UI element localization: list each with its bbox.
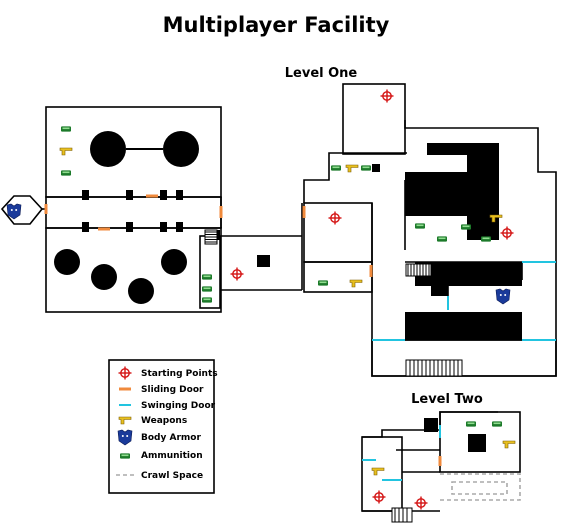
legend-item-crawl-space: Crawl Space (116, 471, 203, 481)
level-two-crawl-space (440, 473, 521, 501)
legend: Starting Points Sliding Door Swinging Do… (108, 359, 218, 494)
level-two-stairs (391, 507, 413, 523)
legend-label: Body Armor (141, 433, 201, 443)
legend-item-ammunition: Ammunition (120, 451, 203, 461)
level-one-stairs (204, 229, 463, 377)
legend-item-swinging-door: Swinging Door (119, 401, 216, 411)
legend-box (108, 359, 215, 494)
legend-item-body-armor: Body Armor (117, 429, 201, 446)
level-two-blocks (424, 418, 486, 452)
legend-item-starting-points: Starting Points (117, 365, 218, 381)
legend-label: Weapons (141, 416, 187, 426)
legend-label: Crawl Space (141, 471, 203, 481)
level-one-sliding-doors (44, 194, 373, 277)
map-title: Multiplayer Facility (163, 13, 390, 37)
stairs-east-bottom (405, 359, 463, 377)
stairs-east-top (405, 263, 432, 277)
legend-label: Ammunition (141, 451, 203, 461)
level-two-label: Level Two (411, 392, 483, 407)
legend-item-weapons: Weapons (118, 416, 187, 426)
legend-label: Sliding Door (141, 385, 204, 395)
legend-label: Swinging Door (141, 401, 216, 411)
legend-label: Starting Points (141, 369, 218, 379)
level-one-swinging-doors (372, 261, 556, 341)
level-two-swinging-doors (362, 425, 441, 481)
level-one-label: Level One (285, 66, 358, 81)
legend-item-sliding-door: Sliding Door (119, 385, 204, 395)
level-one-solid-blocks (54, 131, 522, 340)
stairs-west (204, 229, 218, 245)
